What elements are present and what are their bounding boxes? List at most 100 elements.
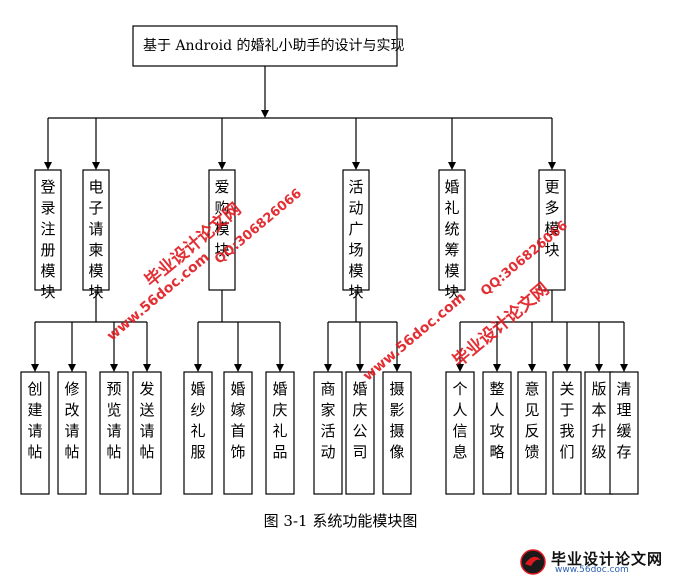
child-5-3-char: 于 <box>559 401 574 419</box>
arrow-head-icon <box>218 162 226 170</box>
child-5-1-char: 人 <box>489 401 504 419</box>
child-2-2-char: 品 <box>272 443 287 461</box>
logo-title: 毕业设计论文网 <box>551 550 664 568</box>
module-5-char: 模 <box>544 220 559 238</box>
child-2-0-box <box>183 371 213 495</box>
child-1-2-char: 帖 <box>106 443 121 461</box>
child-3-1-char: 司 <box>352 443 367 461</box>
arrow-head-icon <box>393 364 401 372</box>
child-3-1-box <box>345 371 375 495</box>
child-2-1-box <box>223 371 253 495</box>
child-5-2-char: 意 <box>524 380 539 398</box>
module-5-char: 块 <box>544 241 559 259</box>
module-2-box <box>208 169 236 291</box>
arrow-head-icon <box>68 364 76 372</box>
arrow-head-icon <box>456 364 464 372</box>
module-0-char: 块 <box>40 283 55 301</box>
child-1-3-box <box>132 371 162 495</box>
module-4-box <box>438 169 466 291</box>
child-5-3-char: 我 <box>559 422 574 440</box>
child-3-1-char: 公 <box>352 422 367 440</box>
child-3-2-box <box>382 371 412 495</box>
module-1-char: 模 <box>88 262 103 280</box>
arrow-head-icon <box>595 364 603 372</box>
child-5-4-char: 版 <box>591 380 606 398</box>
child-5-1-char: 略 <box>489 443 504 461</box>
arrow-head-icon <box>324 364 332 372</box>
module-4-char: 模 <box>444 262 459 280</box>
child-2-0-char: 纱 <box>190 401 205 419</box>
child-2-2-char: 庆 <box>272 401 287 419</box>
module-1-char: 柬 <box>88 241 103 259</box>
child-5-2-char: 反 <box>524 422 539 440</box>
module-5-char: 多 <box>544 199 559 217</box>
module-4-char: 婚 <box>444 178 459 196</box>
child-5-4-char: 升 <box>591 422 606 440</box>
module-3-char: 模 <box>348 262 363 280</box>
module-3-char: 活 <box>348 178 363 196</box>
arrow-head-icon <box>92 162 100 170</box>
child-5-0-char: 息 <box>452 443 467 461</box>
child-2-1-char: 首 <box>230 422 245 440</box>
module-0-box <box>34 169 62 291</box>
child-1-1-char: 修 <box>64 380 79 398</box>
child-1-0-char: 建 <box>27 401 42 419</box>
module-3-char: 广 <box>348 220 363 238</box>
child-1-2-char: 预 <box>106 380 121 398</box>
module-3-box <box>342 169 370 291</box>
child-5-0-char: 个 <box>452 380 467 398</box>
child-1-1-box <box>57 371 87 495</box>
child-1-0-box <box>20 371 50 495</box>
module-0-char: 模 <box>40 262 55 280</box>
child-1-3-char: 帖 <box>139 443 154 461</box>
child-2-1-char: 婚 <box>230 380 245 398</box>
child-3-1-char: 庆 <box>352 401 367 419</box>
arrow-head-icon <box>620 364 628 372</box>
child-3-2-char: 摄 <box>389 380 404 398</box>
child-2-1-char: 嫁 <box>230 401 245 419</box>
child-1-1-char: 帖 <box>64 443 79 461</box>
module-0-char: 登 <box>40 178 55 196</box>
root-box <box>132 25 398 67</box>
module-2-char: 爱 <box>214 178 229 196</box>
child-1-1-char: 请 <box>64 422 79 440</box>
arrow-head-icon <box>356 364 364 372</box>
module-4-char: 统 <box>444 220 459 238</box>
child-5-5-char: 清 <box>616 380 631 398</box>
logo-mark-icon <box>520 549 546 575</box>
child-5-1-box <box>482 371 512 495</box>
module-2-char: 购 <box>214 199 229 217</box>
child-5-3-box <box>552 371 582 495</box>
child-3-2-char: 影 <box>389 401 404 419</box>
figure-caption: 图 3-1 系统功能模块图 <box>263 512 418 530</box>
module-2-char: 块 <box>214 241 229 259</box>
child-5-2-box <box>517 371 547 495</box>
arrow-head-icon <box>352 162 360 170</box>
arrow-head-icon <box>261 110 269 118</box>
child-5-3-char: 们 <box>559 443 574 461</box>
module-1-box <box>82 169 110 291</box>
arrow-head-icon <box>234 364 242 372</box>
module-3-char: 场 <box>348 241 363 259</box>
child-2-2-char: 礼 <box>272 422 287 440</box>
child-5-2-char: 馈 <box>524 443 539 461</box>
module-2-char: 模 <box>214 220 229 238</box>
child-1-0-char: 帖 <box>27 443 42 461</box>
child-5-2-char: 见 <box>524 401 539 419</box>
arrow-head-icon <box>548 162 556 170</box>
arrow-head-icon <box>194 364 202 372</box>
arrow-head-icon <box>276 364 284 372</box>
child-5-5-box <box>609 371 639 495</box>
root-title: 基于 Android 的婚礼小助手的设计与实现 <box>143 37 405 54</box>
child-3-0-char: 活 <box>320 422 335 440</box>
child-1-3-char: 送 <box>139 401 154 419</box>
arrow-head-icon <box>448 162 456 170</box>
child-5-4-char: 本 <box>591 401 606 419</box>
module-1-char: 子 <box>88 199 103 217</box>
arrow-head-icon <box>143 364 151 372</box>
child-1-2-char: 请 <box>106 422 121 440</box>
arrow-head-icon <box>563 364 571 372</box>
child-2-2-box <box>265 371 295 495</box>
child-5-0-char: 信 <box>452 422 467 440</box>
child-5-1-char: 整 <box>489 380 504 398</box>
